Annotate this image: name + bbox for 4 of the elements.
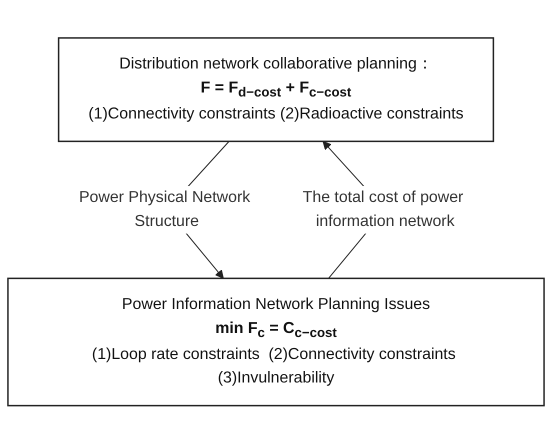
node-box: Distribution network collaborative planning： F = F$_{d−cost}$ + F$_{c−cost}$ (1)Connectivity constraints (2)Radioactive constraints — [58, 37, 494, 142]
node-box: Power Information Network Planning Issues min F$_{c}$ = C$_{c−cost}$ (1)Loop rate constraints (2)Connectivity constraints (3)Invulnerability — [7, 278, 545, 407]
edge-label: The total cost of power information network — [302, 189, 464, 230]
edge-label: Power Physical Network Structure — [78, 189, 250, 230]
